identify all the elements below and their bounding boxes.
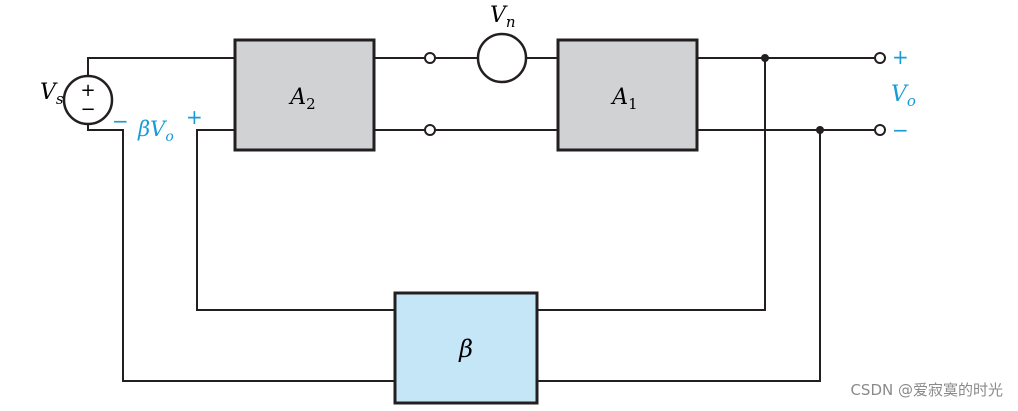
output-subscript: o: [907, 92, 916, 110]
a2-rect: [233, 38, 376, 152]
output-neg-sign: −: [892, 118, 909, 142]
a1-label: A1: [610, 85, 637, 113]
feedback-label: − βVo +: [112, 105, 203, 145]
vs-plus-sign: +: [80, 80, 95, 101]
block-a2: A2: [233, 38, 376, 152]
feedback-subscript: o: [165, 129, 173, 145]
wire-out-pos-to-beta: [536, 57, 766, 311]
terminal-output-pos: [874, 52, 886, 64]
a1-rect: [556, 38, 699, 152]
wire-vs-bottom-to-beta: [87, 117, 396, 382]
feedback-pos-sign: +: [186, 105, 203, 129]
vs-symbol: V: [40, 80, 58, 105]
feedback-symbol: βV: [137, 117, 167, 141]
terminal-output-neg: [874, 124, 886, 136]
vn-label: Vn: [490, 3, 516, 31]
output-label: + Vo −: [891, 45, 916, 142]
source-vn: Vn: [476, 3, 528, 84]
beta-symbol: β: [458, 335, 473, 363]
output-symbol: V: [891, 82, 909, 107]
wiring: [87, 57, 881, 382]
feedback-beta-vo: βVo: [137, 117, 174, 145]
watermark: CSDN @爱寂寞的时光: [850, 381, 1003, 399]
a2-label: A2: [288, 85, 315, 113]
beta-rect: [393, 291, 539, 405]
wire-a2-bottom-to-beta: [196, 129, 396, 311]
a2-subscript: 2: [306, 95, 316, 113]
wire-out-neg-to-beta: [536, 129, 821, 382]
vs-minus-sign: −: [80, 99, 95, 120]
junction-out-pos: [761, 54, 769, 62]
output-pos-sign: +: [892, 45, 909, 69]
vs-label: Vs: [40, 80, 64, 108]
output-vo: Vo: [891, 82, 916, 110]
block-a1: A1: [556, 38, 699, 152]
vn-symbol: V: [490, 3, 508, 28]
terminal-mid-bottom: [424, 124, 436, 136]
a2-symbol: A: [288, 85, 306, 110]
junction-out-neg: [816, 126, 824, 134]
beta-label: β: [458, 335, 473, 363]
source-vs: + − Vs: [40, 74, 114, 126]
vn-subscript: n: [506, 13, 516, 31]
vn-circle: [476, 32, 528, 84]
wire-vs-to-a2-top: [87, 57, 236, 83]
a1-subscript: 1: [628, 95, 638, 113]
vs-circle: [62, 74, 114, 126]
a1-symbol: A: [610, 85, 628, 110]
vs-subscript: s: [56, 90, 64, 108]
junctions: [761, 54, 824, 134]
terminal-mid-top: [424, 52, 436, 64]
block-beta: β: [393, 291, 539, 405]
terminals: [424, 52, 886, 136]
feedback-neg-sign: −: [112, 109, 129, 133]
